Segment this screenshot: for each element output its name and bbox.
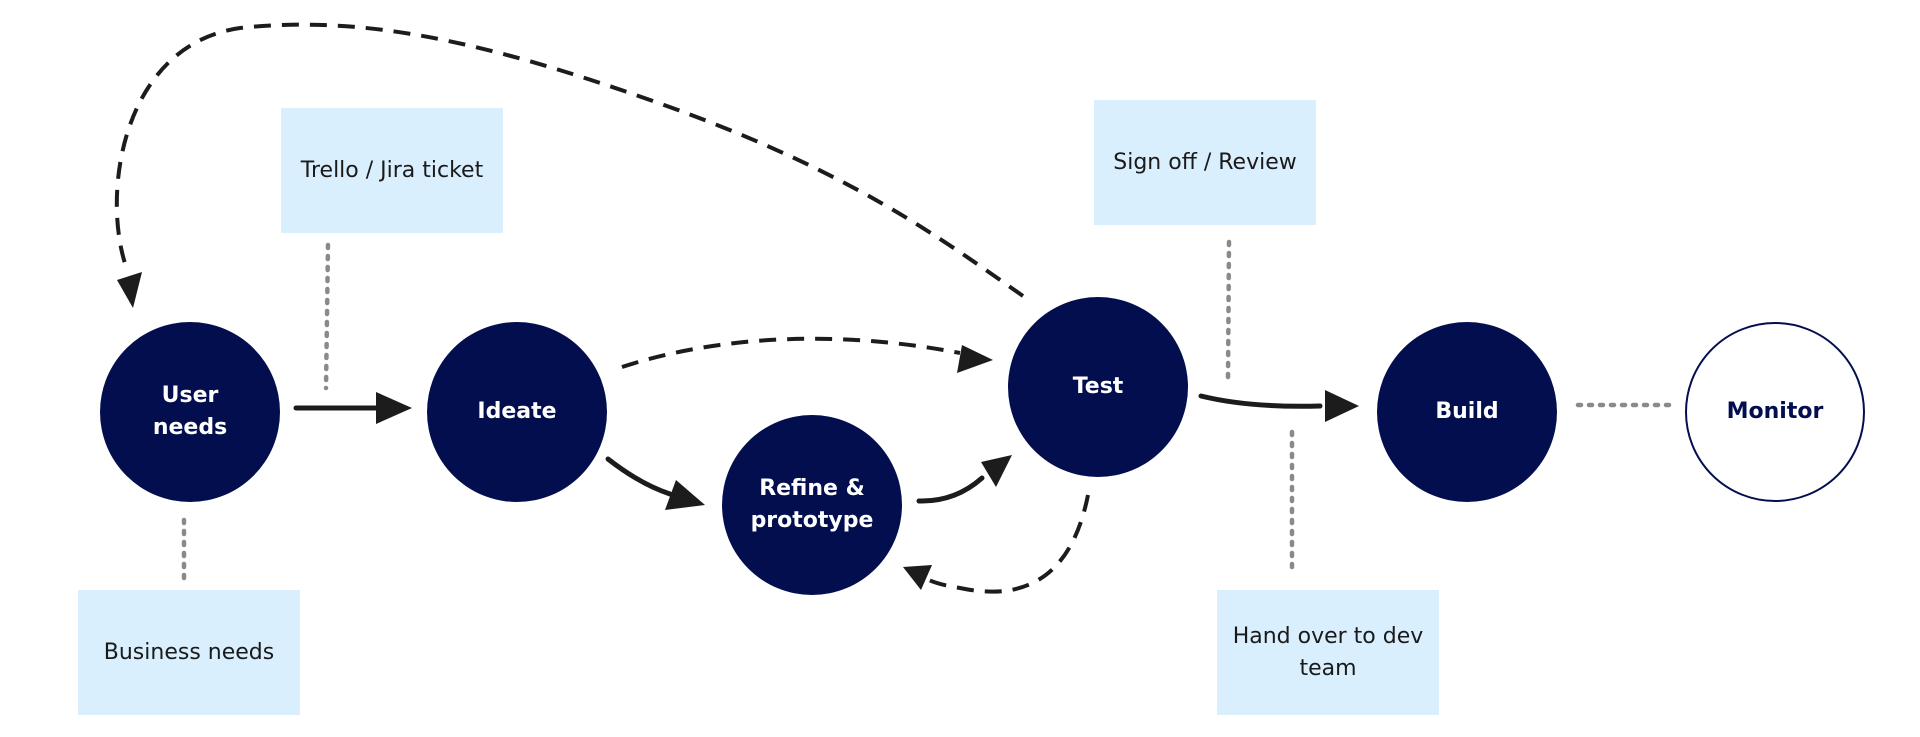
- node-user-needs-label: User needs: [152, 383, 228, 440]
- note-business-needs: Business needs: [78, 590, 300, 715]
- arrowhead-user-needs: [117, 272, 142, 308]
- arrowhead-test-from-ideate: [957, 345, 993, 373]
- node-ideate-label: Ideate: [477, 399, 557, 425]
- dotted-connector-signoff: [1225, 239, 1232, 381]
- node-test: Test: [1008, 297, 1188, 477]
- arrowhead-test-from-refine: [981, 455, 1012, 487]
- node-refine-prototype-label: Refine & prototype: [750, 476, 874, 533]
- arrowhead-refine-from-test: [903, 565, 932, 590]
- arrowhead-build: [1325, 390, 1359, 422]
- note-trello-jira-ticket-text: Trello / Jira ticket: [300, 157, 484, 183]
- node-build: Build: [1377, 322, 1557, 502]
- node-monitor-label: Monitor: [1726, 399, 1824, 425]
- node-ideate: Ideate: [427, 322, 607, 502]
- node-user-needs: User needs: [100, 322, 280, 502]
- dashed-arrow-ideate-to-test: [621, 336, 961, 369]
- dotted-connector-trello: [323, 242, 331, 391]
- node-build-label: Build: [1435, 399, 1499, 425]
- arrow-ideate-to-refine: [605, 456, 673, 497]
- note-sign-off-review: Sign off / Review: [1094, 100, 1316, 225]
- node-monitor: Monitor: [1685, 322, 1865, 502]
- node-refine-prototype: Refine & prototype: [722, 415, 902, 595]
- arrow-test-to-build: [1198, 393, 1323, 409]
- note-hand-over-dev-team: Hand over to dev team: [1217, 590, 1439, 715]
- note-trello-jira-ticket: Trello / Jira ticket: [281, 108, 503, 233]
- arrow-refine-to-test: [916, 475, 985, 504]
- note-sign-off-review-text: Sign off / Review: [1113, 149, 1297, 175]
- dashed-arrow-test-to-refine: [920, 494, 1090, 594]
- node-test-label: Test: [1072, 374, 1124, 400]
- note-business-needs-text: Business needs: [103, 639, 275, 665]
- note-hand-over-dev-team-text: Hand over to dev team: [1232, 623, 1424, 681]
- dashed-arrow-test-to-user-needs: [114, 22, 1025, 298]
- arrowhead-ideate: [376, 392, 412, 424]
- arrowhead-refine-from-ideate: [665, 480, 705, 510]
